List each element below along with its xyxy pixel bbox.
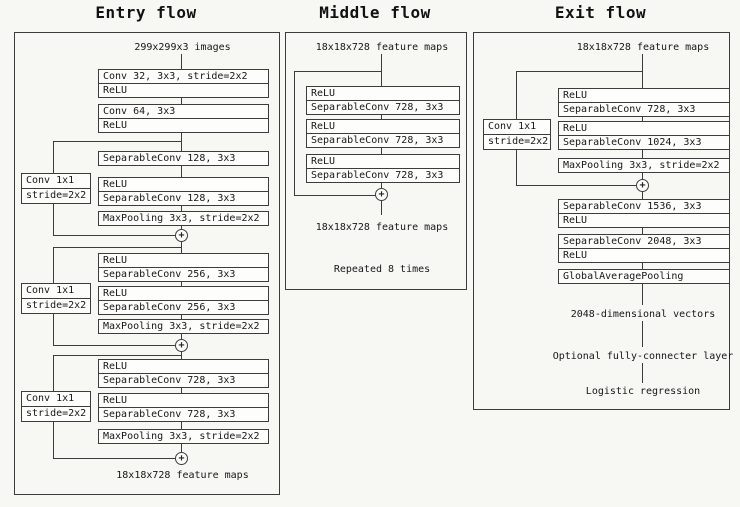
layer-label: stride=2x2 <box>22 406 90 421</box>
entry-input-label: 299x299x3 images <box>134 42 231 53</box>
separableconv-layer-box: ReLU SeparableConv 728, 3x3 <box>558 88 730 117</box>
relu-label: ReLU <box>311 156 336 167</box>
middle-flow-panel: 18x18x728 feature maps ReLU SeparableCon… <box>285 32 467 290</box>
relu-label: ReLU <box>99 83 268 97</box>
skip-connector-line <box>53 141 182 142</box>
connector-line <box>642 321 643 347</box>
skip-connector-line <box>53 345 181 346</box>
skip-connector-line <box>516 71 643 72</box>
layer-label: Conv 1x1 <box>26 285 75 296</box>
skip-connector-line <box>294 71 295 195</box>
layer-label: stride=2x2 <box>22 188 90 203</box>
layer-label: Conv 1x1 <box>488 121 537 132</box>
separableconv-layer-box: ReLU SeparableConv 128, 3x3 <box>98 177 269 206</box>
skip-connector-line <box>294 195 378 196</box>
layer-label: Conv 1x1 <box>26 175 75 186</box>
entry-flow-title: Entry flow <box>95 3 197 22</box>
exit-flow-title: Exit flow <box>554 3 647 22</box>
relu-label: ReLU <box>563 123 588 134</box>
relu-label: ReLU <box>563 90 588 101</box>
layer-label: SeparableConv 728, 3x3 <box>307 100 459 114</box>
relu-label: ReLU <box>311 88 336 99</box>
skip-connector-line <box>294 71 382 72</box>
separableconv-layer-box: ReLU SeparableConv 256, 3x3 <box>98 253 269 282</box>
separableconv-layer-box: ReLU SeparableConv 728, 3x3 <box>98 393 269 422</box>
layer-label: SeparableConv 256, 3x3 <box>99 267 268 281</box>
relu-label: ReLU <box>559 213 729 227</box>
layer-label: SeparableConv 128, 3x3 <box>103 153 236 164</box>
skip-connector-line <box>53 247 182 248</box>
middle-flow-title: Middle flow <box>319 3 431 22</box>
layer-label: MaxPooling 3x3, stride=2x2 <box>103 321 260 332</box>
layer-label: stride=2x2 <box>484 134 550 149</box>
relu-label: ReLU <box>103 361 128 372</box>
separableconv-layer-box: ReLU SeparableConv 256, 3x3 <box>98 286 269 315</box>
skip-conv-box: Conv 1x1 stride=2x2 <box>21 391 91 422</box>
layer-label: MaxPooling 3x3, stride=2x2 <box>103 431 260 442</box>
separableconv-layer-box: ReLU SeparableConv 728, 3x3 <box>98 359 269 388</box>
skip-conv-box: Conv 1x1 stride=2x2 <box>483 119 551 150</box>
skip-conv-box: Conv 1x1 stride=2x2 <box>21 173 91 204</box>
exit-input-label: 18x18x728 feature maps <box>576 42 710 53</box>
separableconv-layer-box: ReLU SeparableConv 1024, 3x3 <box>558 121 730 150</box>
maxpooling-layer-box: MaxPooling 3x3, stride=2x2 <box>98 319 269 334</box>
relu-label: ReLU <box>559 248 729 262</box>
maxpooling-layer-box: MaxPooling 3x3, stride=2x2 <box>98 211 269 226</box>
layer-label: SeparableConv 256, 3x3 <box>99 300 268 314</box>
layer-label: SeparableConv 728, 3x3 <box>307 133 459 147</box>
entry-output-label: 18x18x728 feature maps <box>116 470 249 481</box>
globalaveragepooling-layer-box: GlobalAveragePooling <box>558 269 730 284</box>
separableconv-layer-box: ReLU SeparableConv 728, 3x3 <box>306 119 460 148</box>
logistic-regression-label: Logistic regression <box>585 386 701 397</box>
relu-label: ReLU <box>103 255 128 266</box>
connector-line <box>642 363 643 383</box>
skip-conv-box: Conv 1x1 stride=2x2 <box>21 283 91 314</box>
separableconv-layer-box: SeparableConv 128, 3x3 <box>98 151 269 166</box>
exit-flow-panel: 18x18x728 feature maps ReLU SeparableCon… <box>473 32 733 410</box>
maxpooling-layer-box: MaxPooling 3x3, stride=2x2 <box>98 429 269 444</box>
layer-label: SeparableConv 128, 3x3 <box>99 191 268 205</box>
merge-plus-icon: + <box>175 339 188 352</box>
layer-label: SeparableConv 728, 3x3 <box>307 168 459 182</box>
middle-output-label: 18x18x728 feature maps <box>315 222 449 233</box>
layer-label: Conv 1x1 <box>26 393 75 404</box>
merge-plus-icon: + <box>175 229 188 242</box>
separableconv-layer-box: ReLU SeparableConv 728, 3x3 <box>306 154 460 183</box>
maxpooling-layer-box: MaxPooling 3x3, stride=2x2 <box>558 158 730 173</box>
middle-input-label: 18x18x728 feature maps <box>315 42 449 53</box>
layer-label: Conv 64, 3x3 <box>103 106 176 117</box>
optional-fc-label: Optional fully-connecter layer <box>552 351 734 362</box>
layer-label: SeparableConv 728, 3x3 <box>559 102 729 116</box>
relu-label: ReLU <box>103 288 128 299</box>
layer-label: GlobalAveragePooling <box>563 271 684 282</box>
skip-connector-line <box>53 235 181 236</box>
merge-plus-icon: + <box>636 179 649 192</box>
relu-label: ReLU <box>311 121 336 132</box>
layer-label: SeparableConv 728, 3x3 <box>99 407 268 421</box>
entry-flow-panel: 299x299x3 images Conv 32, 3x3, stride=2x… <box>14 32 280 495</box>
skip-connector-line <box>516 185 639 186</box>
merge-plus-icon: + <box>375 188 388 201</box>
merge-plus-icon: + <box>175 452 188 465</box>
layer-label: stride=2x2 <box>22 298 90 313</box>
relu-label: ReLU <box>103 395 128 406</box>
conv-layer-box: Conv 64, 3x3 ReLU <box>98 104 269 133</box>
layer-label: SeparableConv 1024, 3x3 <box>559 135 729 149</box>
conv-layer-box: Conv 32, 3x3, stride=2x2 ReLU <box>98 69 269 98</box>
layer-label: SeparableConv 2048, 3x3 <box>563 236 702 247</box>
layer-label: SeparableConv 728, 3x3 <box>99 373 268 387</box>
layer-label: MaxPooling 3x3, stride=2x2 <box>103 213 260 224</box>
layer-label: Conv 32, 3x3, stride=2x2 <box>103 71 248 82</box>
skip-connector-line <box>53 458 181 459</box>
relu-label: ReLU <box>103 179 128 190</box>
separableconv-layer-box: SeparableConv 1536, 3x3 ReLU <box>558 199 730 228</box>
relu-label: ReLU <box>99 118 268 132</box>
vectors-label: 2048-dimensional vectors <box>570 309 716 320</box>
layer-label: SeparableConv 1536, 3x3 <box>563 201 702 212</box>
repeat-count-label: Repeated 8 times <box>333 264 431 275</box>
skip-connector-line <box>53 355 182 356</box>
separableconv-layer-box: SeparableConv 2048, 3x3 ReLU <box>558 234 730 263</box>
layer-label: MaxPooling 3x3, stride=2x2 <box>563 160 720 171</box>
separableconv-layer-box: ReLU SeparableConv 728, 3x3 <box>306 86 460 115</box>
